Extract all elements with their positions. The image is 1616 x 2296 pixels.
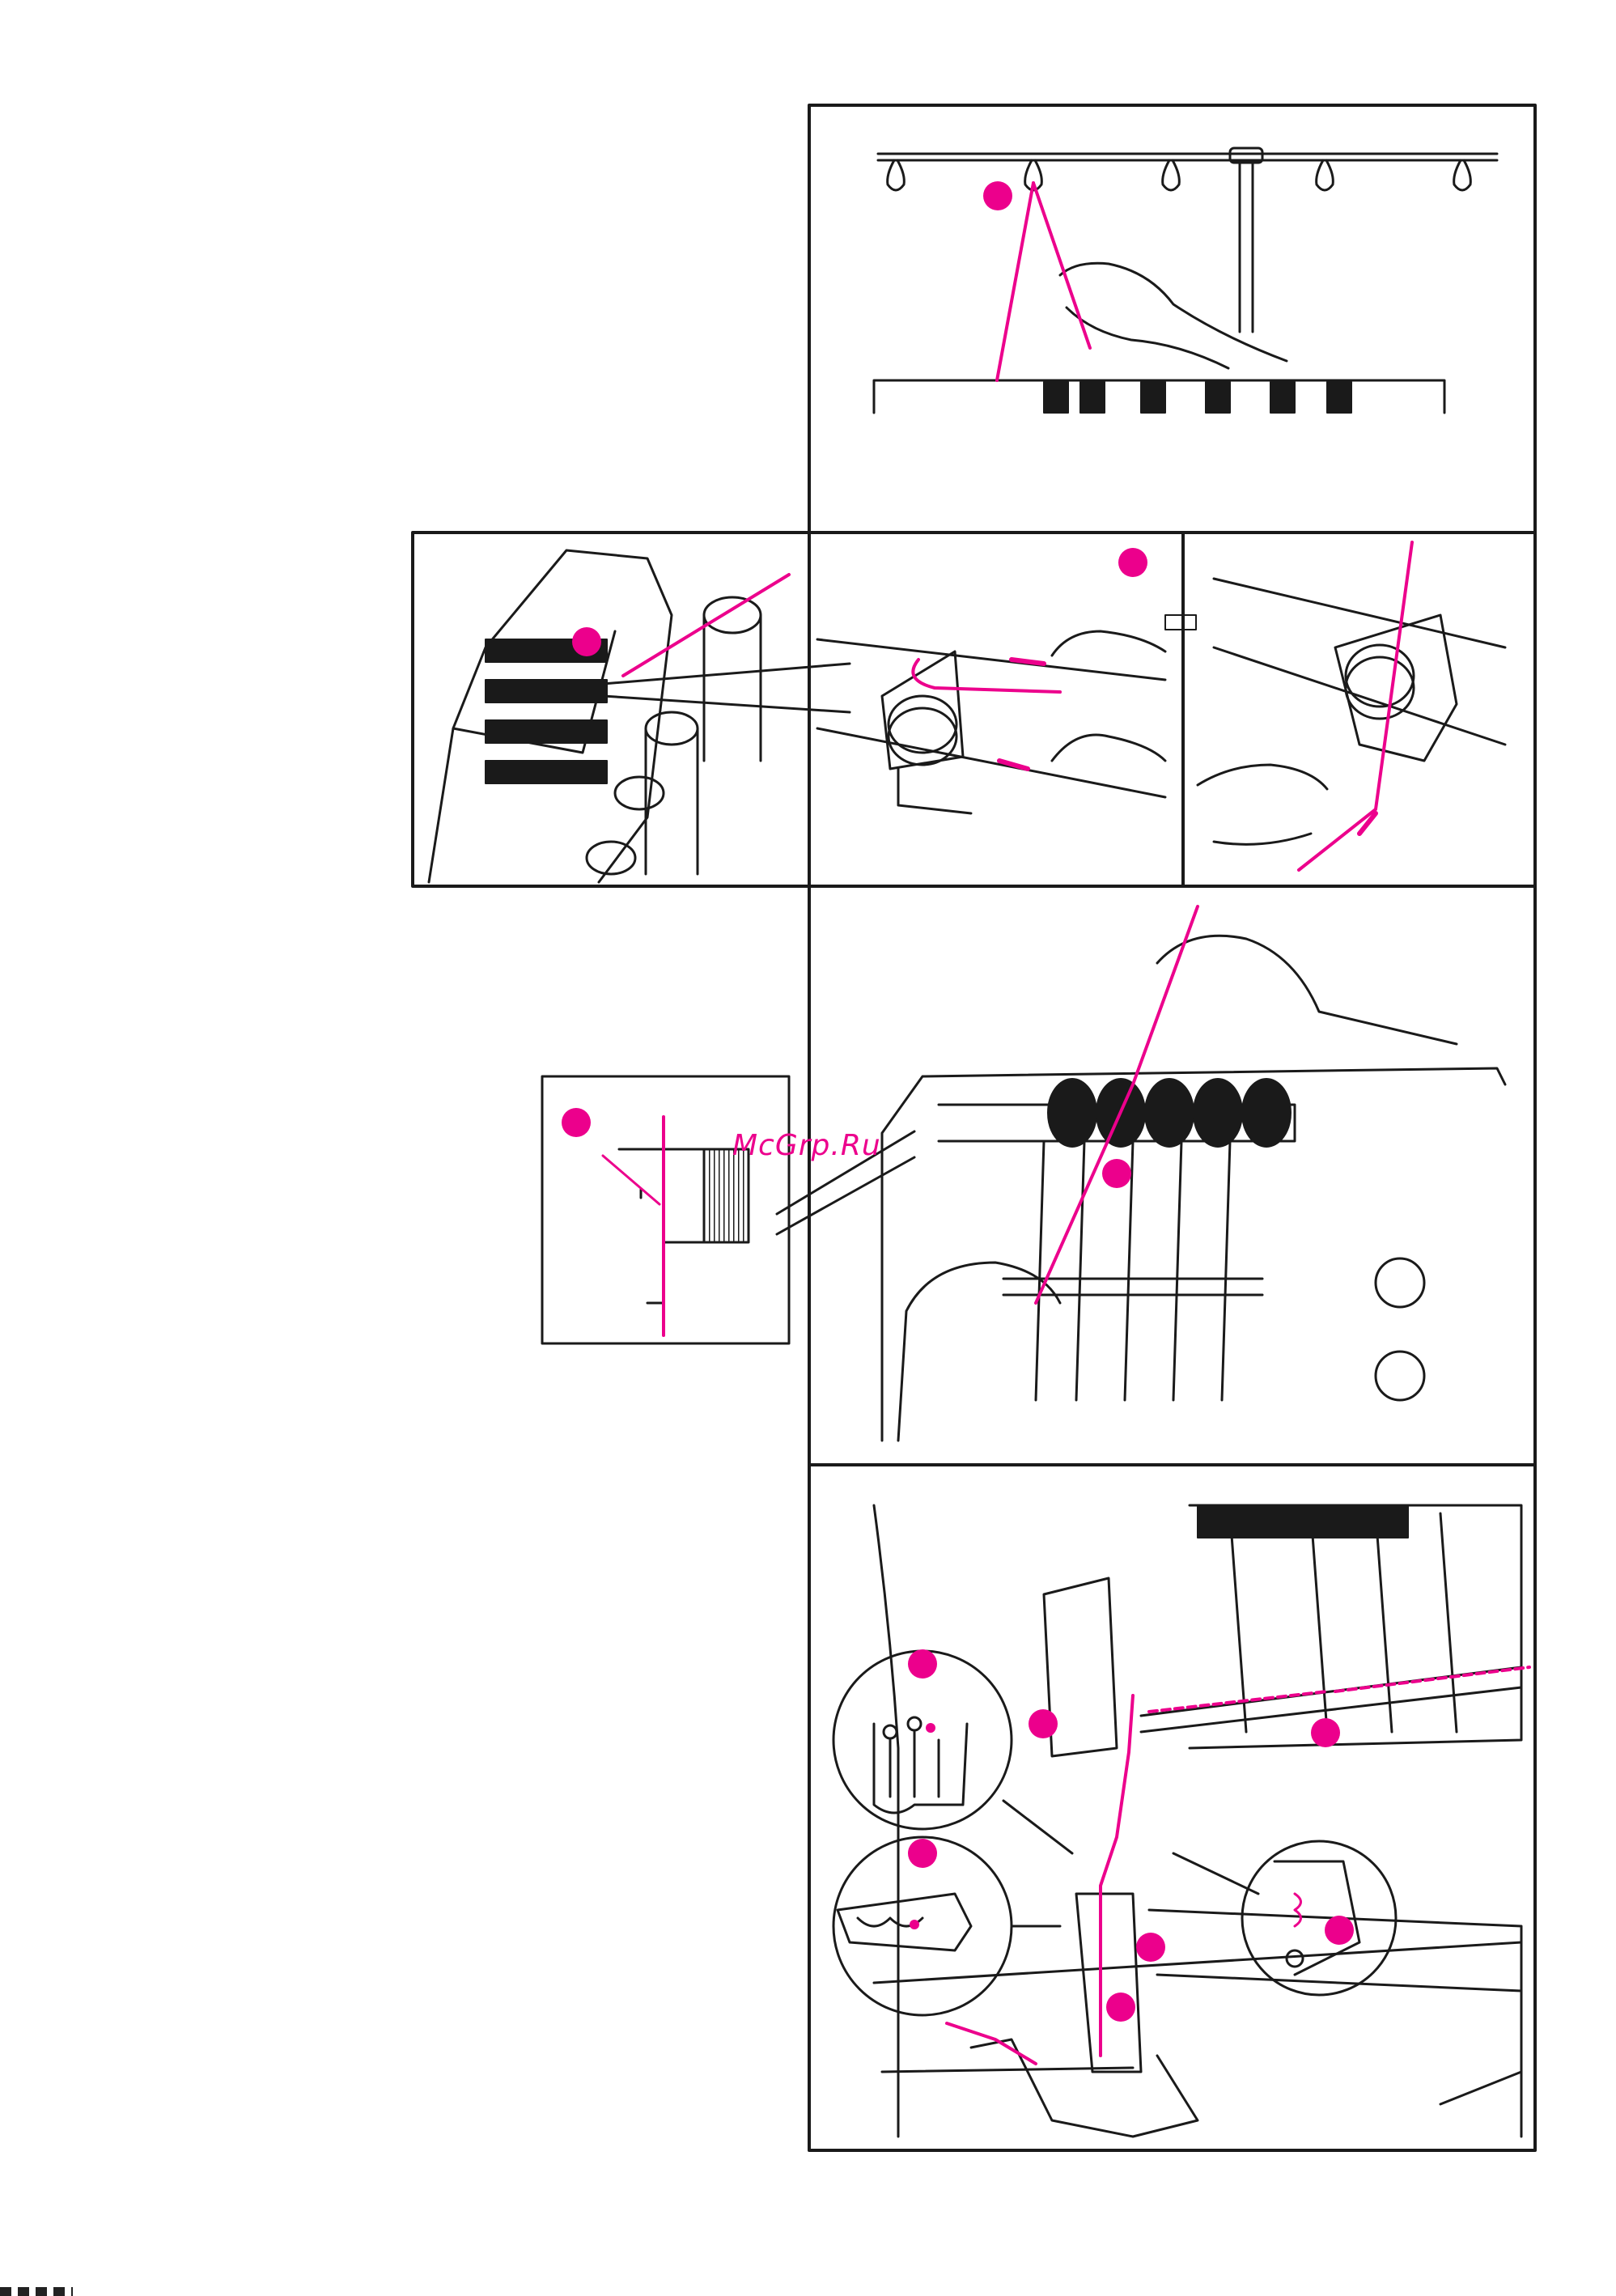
tension-dial: [1376, 1258, 1424, 1307]
panel-guide-threading-a: [817, 548, 1165, 813]
step-marker: [1102, 1159, 1131, 1188]
step-marker: [572, 627, 601, 656]
step-marker: [1118, 548, 1147, 577]
tension-guide-plates: [1198, 1505, 1457, 1732]
panel-tension-guides-overview: [413, 533, 850, 886]
step-marker: [1325, 1916, 1354, 1945]
step-marker: [1106, 1993, 1135, 2022]
step-marker: [983, 181, 1012, 210]
hand-illustration: [1052, 631, 1165, 761]
thread-guide-hooks: [888, 160, 1471, 190]
thread-line: [997, 183, 1033, 380]
inset-thread-guide: [833, 1649, 1012, 1829]
panel-thread-stand: [874, 148, 1497, 413]
step-marker: [908, 1839, 937, 1868]
tension-discs: [1048, 1079, 1291, 1147]
step-marker: [908, 1649, 937, 1678]
tension-dial: [1376, 1352, 1424, 1400]
tension-discs-top: [1044, 382, 1351, 413]
hand-illustration: [1198, 765, 1327, 844]
panel-needle-area-threading: [833, 1505, 1529, 2137]
step-marker: [1311, 1718, 1340, 1747]
watermark-text: McGrp.Ru: [732, 1129, 881, 1162]
panel-guide-threading-b: [1165, 542, 1505, 870]
hand-illustration: [898, 936, 1457, 1441]
footer-mark: [0, 2287, 73, 2296]
panel-tension-disc-threading: [777, 906, 1505, 1441]
step-marker: [1136, 1933, 1165, 1962]
panel-tension-disc-detail: [542, 1076, 789, 1343]
step-marker: [1029, 1709, 1058, 1738]
step-marker: [562, 1108, 591, 1137]
inset-needle-clamp: [833, 1837, 1012, 2015]
